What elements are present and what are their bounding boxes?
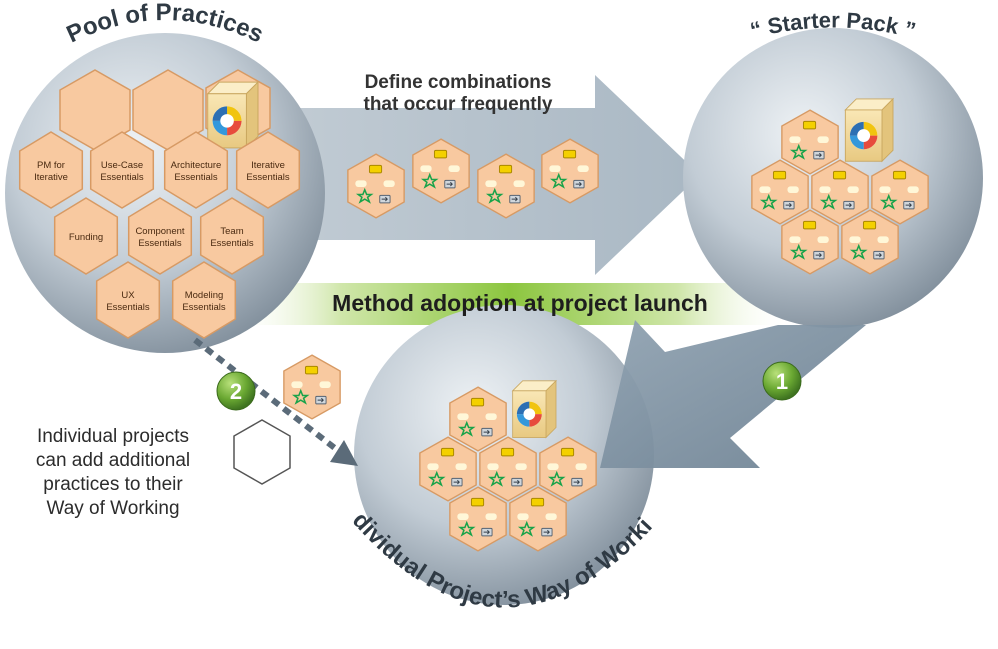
way-cube-icon — [512, 380, 557, 438]
practice-hex: Funding — [53, 197, 119, 275]
practice-label-line-1: UX — [121, 290, 135, 301]
practice-label-line-1: Team — [220, 226, 243, 237]
badge-two-number: 2 — [230, 379, 242, 404]
individual-line-4: Way of Working — [46, 498, 180, 519]
practice-label-line-2: Essentials — [106, 302, 150, 313]
add-practice-dotted-arrow — [193, 337, 342, 455]
practice-label-line-1: Modeling — [185, 290, 224, 301]
badge-one-number: 1 — [776, 369, 788, 394]
practice-label-line-1: PM for — [37, 160, 65, 171]
define-combinations-label: Define combinations that occur frequentl… — [318, 72, 598, 116]
individual-line-2: can add additional — [35, 450, 191, 471]
dotted-arrowhead — [330, 440, 358, 466]
starter-cube-icon — [844, 98, 894, 162]
practice-label-line-2: Essentials — [138, 238, 182, 249]
practice-label-line-2: Essentials — [174, 172, 218, 183]
pool-practices: PM forIterativeUse-CaseEssentialsArchite… — [18, 131, 301, 339]
practice-label-line-1: Use-Case — [101, 160, 143, 171]
practice-label-line-2: Iterative — [34, 172, 68, 183]
badge-two: 2 — [216, 371, 256, 411]
empty-practice-hex — [233, 419, 291, 485]
define-line-2: that occur frequently — [363, 94, 553, 115]
practice-label-line-1: Component — [135, 226, 184, 237]
extra-practice-tile — [283, 354, 341, 420]
define-line-1: Define combinations — [364, 72, 552, 93]
individual-line-1: Individual projects — [36, 426, 190, 447]
individual-line-3: practices to their — [43, 474, 183, 495]
practice-label-line-2: Essentials — [246, 172, 290, 183]
adoption-arrow — [600, 320, 866, 468]
practice-label-line-1: Architecture — [171, 160, 222, 171]
practice-label-line-2: Essentials — [100, 172, 144, 183]
practice-label-line-1: Iterative — [251, 160, 285, 171]
practice-label-line-2: Essentials — [182, 302, 226, 313]
badge-one: 1 — [762, 361, 802, 401]
practice-label-line-2: Essentials — [210, 238, 254, 249]
practice-label-line-1: Funding — [69, 232, 103, 243]
individual-projects-note: Individual projects can add additional p… — [8, 425, 218, 521]
practice-cube-icon — [207, 81, 259, 149]
method-adoption-label: Method adoption at project launch — [332, 290, 708, 316]
